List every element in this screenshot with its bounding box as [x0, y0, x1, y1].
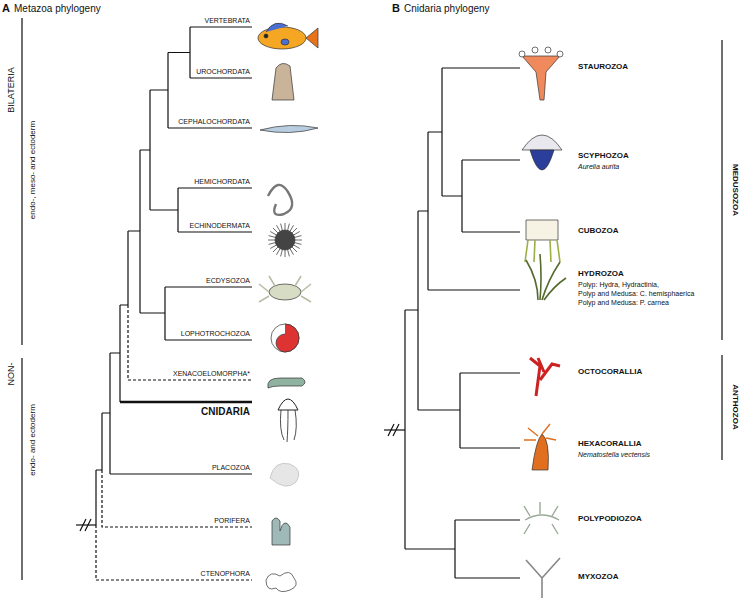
panel-title: Metazoa phylogeny: [14, 3, 101, 14]
taxon-label: HEXACORALLIA: [578, 440, 642, 449]
group-label: MEDUSOZOA: [731, 164, 740, 216]
taxon-label: UROCHORDATA: [196, 68, 250, 76]
group-label: BILATERIA: [7, 67, 17, 112]
species-label: Aurelia aurita: [578, 163, 619, 171]
taxon-label: MYXOZOA: [578, 573, 618, 582]
taxon-label: HEMICHORDATA: [194, 178, 250, 186]
panel-title: Cnidaria phylogeny: [404, 3, 490, 14]
group-note: endo-, meso- and ectoderm: [29, 121, 38, 219]
species-label: Polyp: Hydra, Hydractinia,: [578, 281, 659, 289]
taxon-label: CTENOPHORA: [201, 570, 250, 578]
group-label: ANTHOZOA: [731, 384, 740, 429]
panel-letter: A: [2, 2, 10, 14]
species-label: Polyp and Medusa: P. carnea: [578, 299, 669, 307]
taxon-label: PLACOZOA: [212, 464, 250, 472]
taxon-label: STAUROZOA: [578, 63, 628, 72]
group-label: NON-: [7, 363, 17, 386]
taxon-label: ECHINODERMATA: [190, 222, 250, 230]
cnidaria-tree: [384, 40, 722, 578]
taxon-label: ECDYSOZOA: [206, 277, 250, 285]
taxon-label: LOPHOTROCHOZOA: [181, 330, 250, 338]
taxon-label: SCYPHOZOA: [578, 152, 629, 161]
taxon-label: HYDROZOA: [578, 270, 624, 279]
taxon-label: CNIDARIA: [201, 406, 250, 417]
animal-illustrations: [258, 23, 318, 592]
taxon-label: POLYPODIOZOA: [578, 515, 642, 524]
taxon-label: OCTOCORALLIA: [578, 368, 642, 377]
taxon-label: VERTEBRATA: [204, 17, 250, 25]
panel-letter: B: [392, 2, 400, 14]
species-label: Polyp and Medusa: C. hemisphaerica: [578, 290, 694, 298]
cnidarian-illustrations: [519, 47, 566, 598]
taxon-label: XENACOELOMORPHA*: [173, 370, 250, 378]
group-note: endo- and ectoderm: [29, 404, 38, 476]
taxon-label: PORIFERA: [214, 517, 250, 525]
species-label: Nematostella vectensis: [578, 451, 650, 459]
taxon-label: CEPHALOCHORDATA: [178, 118, 250, 126]
taxon-label: CUBOZOA: [578, 227, 618, 236]
metazoa-tree: [22, 18, 252, 580]
